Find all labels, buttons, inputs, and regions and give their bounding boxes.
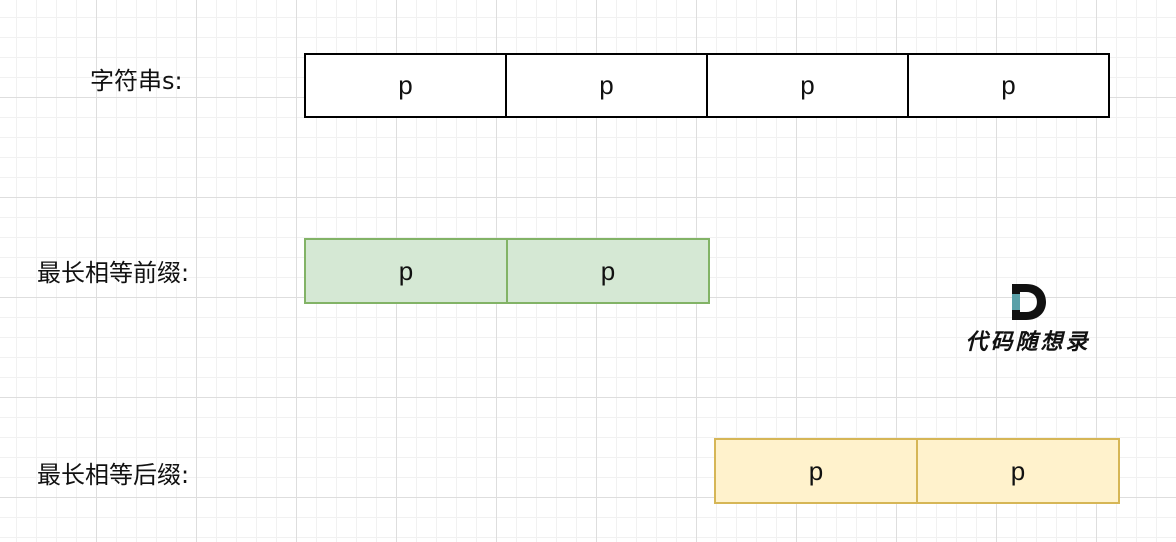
- suffix-cell-1: p: [714, 438, 918, 504]
- string-cell-4: p: [907, 53, 1110, 118]
- watermark-text: 代码随想录: [965, 329, 1091, 355]
- suffix-label: 最长相等后缀:: [37, 461, 190, 489]
- prefix-cell-1: p: [304, 238, 508, 304]
- string-cell-1: p: [304, 53, 507, 118]
- suffix-cell-2: p: [916, 438, 1120, 504]
- string-s-cells: p p p p: [304, 53, 1110, 118]
- suffix-cells: p p: [714, 438, 1120, 504]
- string-cell-3: p: [706, 53, 909, 118]
- prefix-cells: p p: [304, 238, 710, 304]
- prefix-label: 最长相等前缀:: [37, 259, 190, 287]
- d-logo-icon: [1012, 284, 1046, 320]
- string-s-label: 字符串s:: [90, 67, 183, 95]
- string-cell-2: p: [505, 53, 708, 118]
- watermark-logo: 代码随想录: [958, 278, 1098, 358]
- prefix-cell-2: p: [506, 238, 710, 304]
